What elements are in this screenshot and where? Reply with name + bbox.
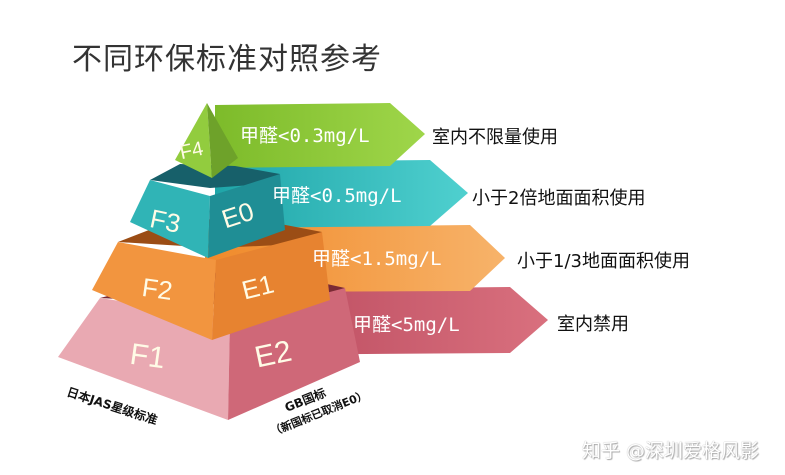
page-title: 不同环保标准对照参考 [72, 42, 382, 77]
watermark: 知乎 @深圳爱格风影 [581, 440, 759, 462]
limit-f1: 甲醛<5mg/L [353, 314, 460, 336]
tier-label-f4: F4 [177, 137, 206, 165]
limit-f3: 甲醛<0.5mg/L [272, 185, 402, 207]
usage-f4: 室内不限量使用 [432, 127, 558, 148]
tier-label-f1: F1 [127, 337, 168, 376]
banner-f4 [215, 103, 425, 168]
limit-f2: 甲醛<1.5mg/L [312, 248, 442, 270]
tier-label-f3: F3 [147, 203, 184, 239]
tier-label-f2: F2 [140, 272, 175, 306]
limit-f4: 甲醛<0.3mg/L [240, 125, 370, 147]
usage-f3: 小于2倍地面面积使用 [472, 188, 646, 209]
tier-f3-e0 [130, 164, 285, 258]
usage-f1: 室内禁用 [557, 314, 629, 335]
usage-f2: 小于1/3地面面积使用 [517, 251, 690, 272]
tier-f4 [175, 103, 238, 178]
